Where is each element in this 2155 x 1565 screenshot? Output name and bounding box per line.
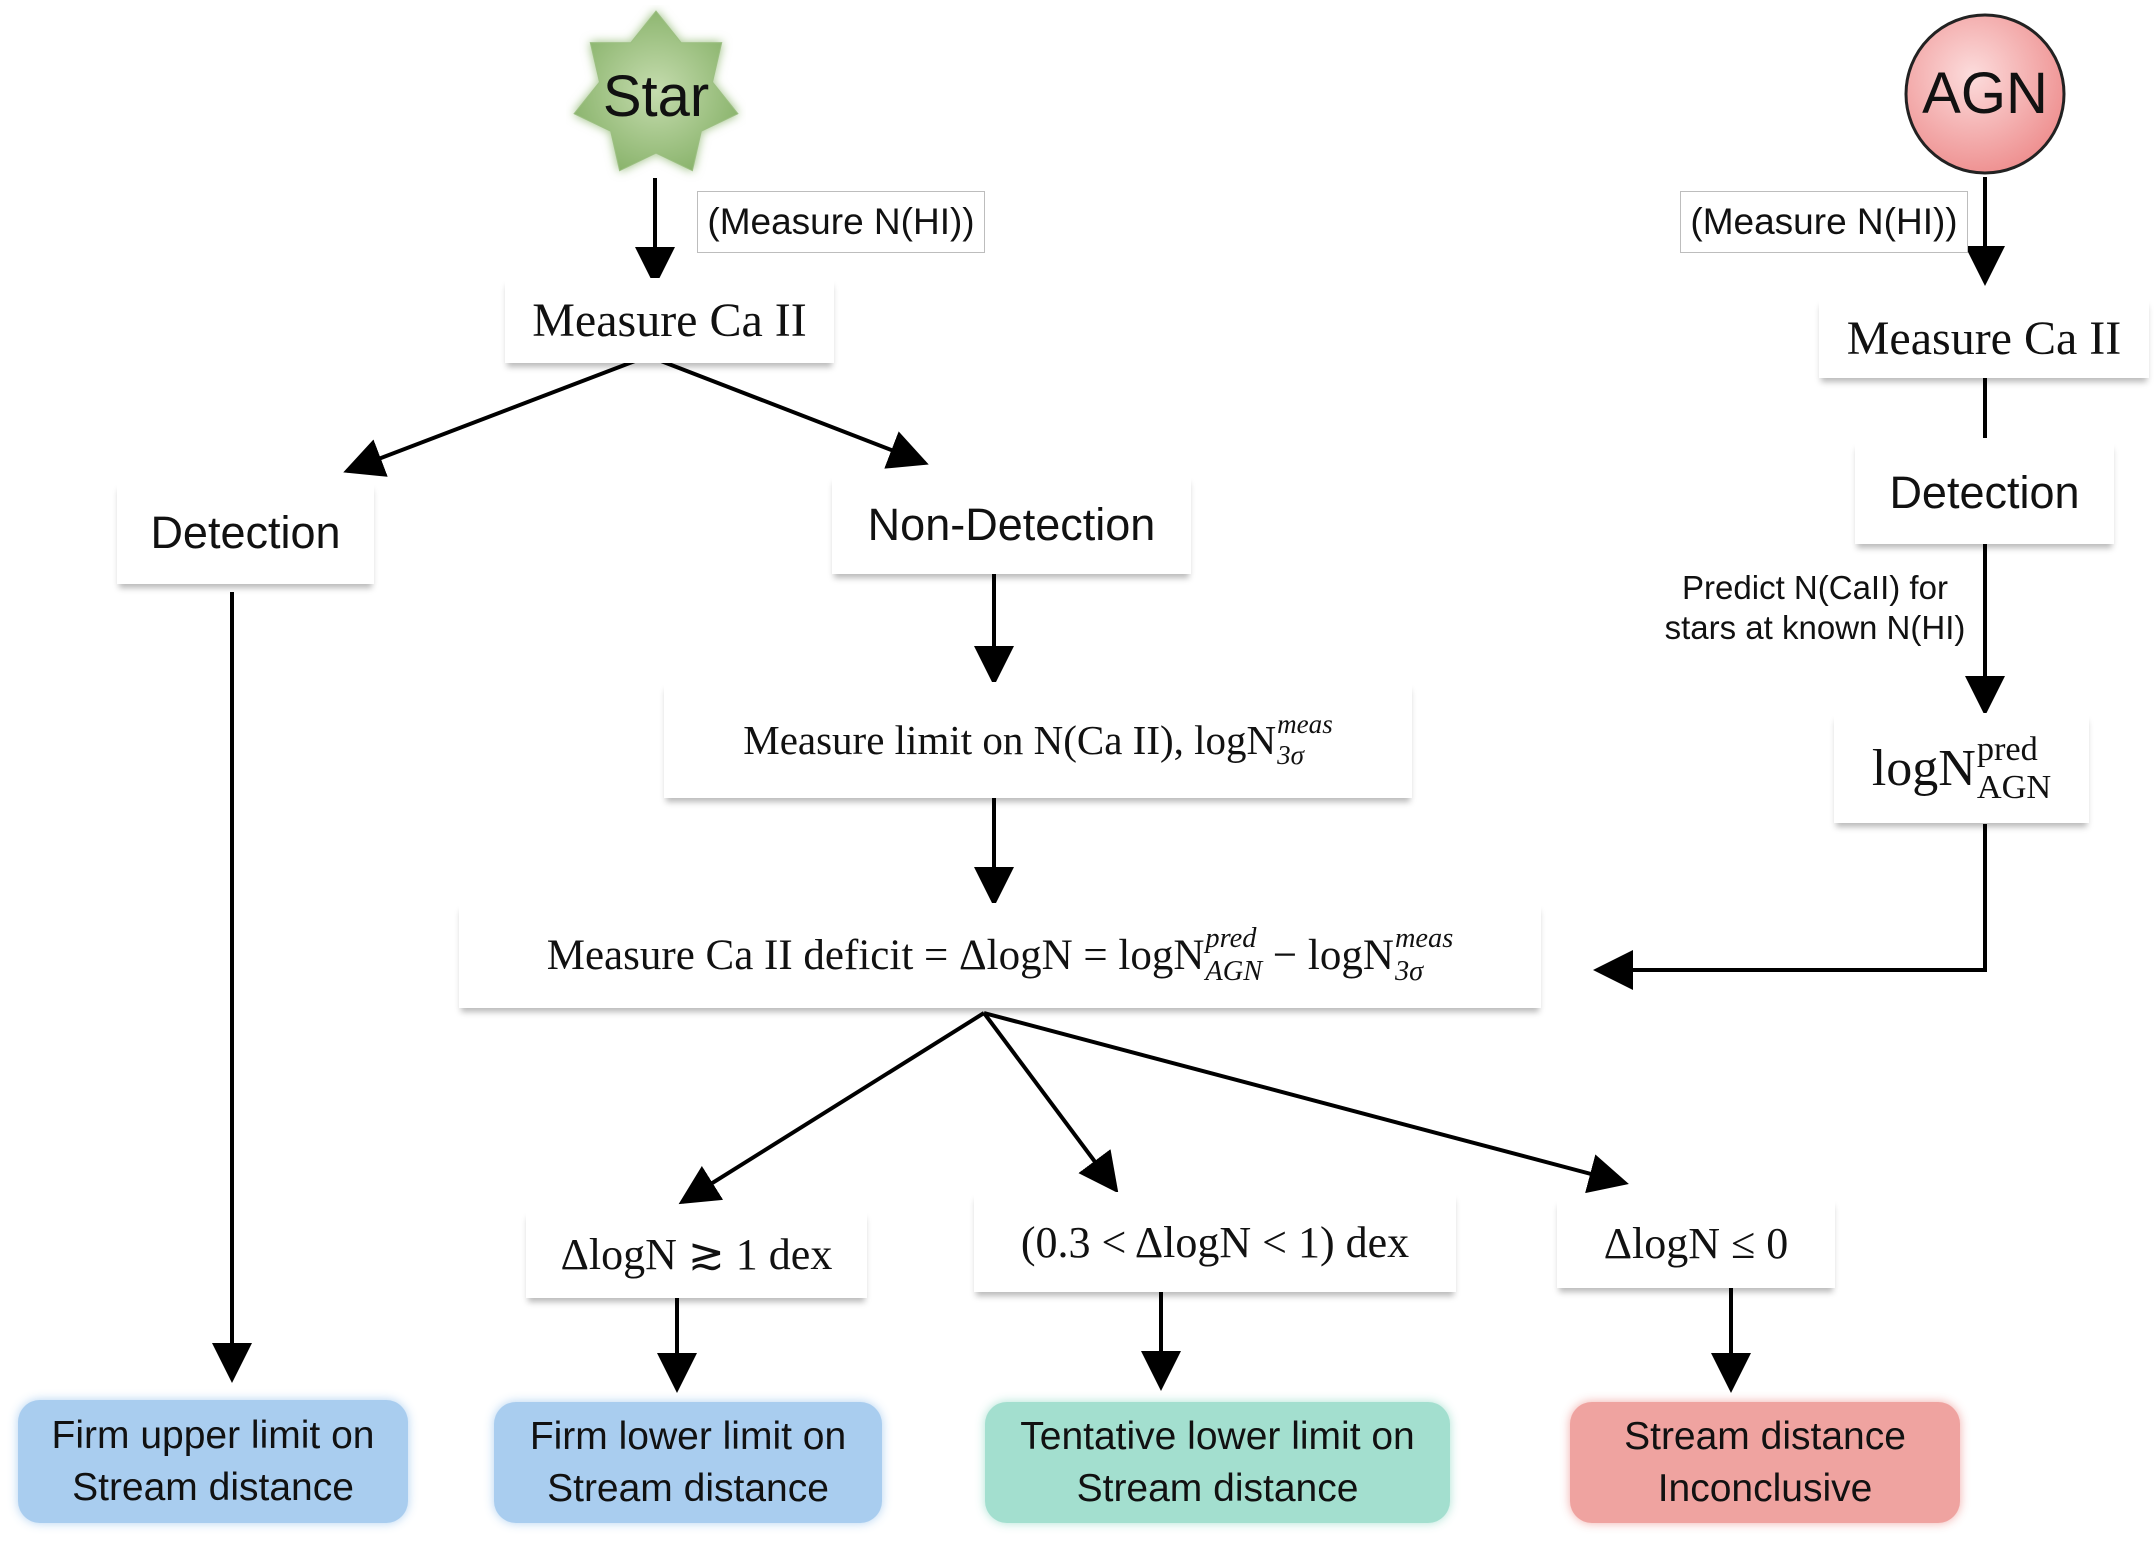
lognpred-text: logN <box>1871 739 1976 797</box>
star-measure-caii-box: Measure Ca II <box>505 278 834 363</box>
branch-3-box: ΔlogN ≤ 0 <box>1557 1198 1835 1288</box>
predict-line-2: stars at known N(HI) <box>1664 609 1966 646</box>
arrow-caii-to-nondetection <box>647 354 929 469</box>
result-2-line-1: Firm lower limit on <box>529 1414 847 1458</box>
star-label: Star <box>602 63 710 129</box>
predict-line-1: Predict N(CaII) for <box>1682 569 1948 606</box>
arrow-pred-to-deficit <box>1593 824 1987 990</box>
star-measure-hi-note: (Measure N(HI)) <box>697 191 985 253</box>
deficit-sub-1: AGN <box>1205 955 1263 987</box>
branch-1-box: ΔlogN ≳ 1 dex <box>526 1210 867 1298</box>
agn-label: AGN <box>1922 60 2048 126</box>
result-3-line-2: Stream distance <box>1076 1466 1359 1510</box>
result-firm-lower-limit: Firm lower limit on Stream distance <box>494 1402 882 1523</box>
result-4-line-1: Stream distance <box>1624 1414 1906 1458</box>
branch-2-box: (0.3 < ΔlogN < 1) dex <box>974 1192 1456 1292</box>
agn-measure-caii-box: Measure Ca II <box>1819 298 2149 378</box>
deficit-sub-2: 3σ <box>1394 955 1424 987</box>
measure-limit-text: Measure limit on N(Ca II), logN <box>743 717 1277 763</box>
agn-circle-icon <box>1904 13 2066 175</box>
star-icon <box>573 10 739 172</box>
arrow-deficit-to-branch-2 <box>982 1011 1119 1194</box>
agn-measure-hi-note: (Measure N(HI)) <box>1680 191 1968 253</box>
lognpred-sup: pred <box>1976 729 2038 768</box>
result-2-line-2: Stream distance <box>547 1466 829 1510</box>
agn-detection-box: Detection <box>1855 441 2114 544</box>
result-3-line-1: Tentative lower limit on <box>1020 1414 1415 1458</box>
predict-text: Predict N(CaII) for stars at known N(HI) <box>1640 568 1990 648</box>
result-firm-upper-limit: Firm upper limit on Stream distance <box>18 1400 408 1523</box>
arrow-caii-to-detection <box>343 354 649 477</box>
star-detection-box: Detection <box>117 482 374 584</box>
lognpred-sub: AGN <box>1976 768 2052 806</box>
result-4-line-2: Inconclusive <box>1657 1466 1873 1510</box>
result-tentative-lower-limit: Tentative lower limit on Stream distance <box>985 1402 1450 1523</box>
measure-limit-sup: meas <box>1277 708 1333 739</box>
deficit-text-1: Measure Ca II deficit = ΔlogN = logN <box>546 932 1205 979</box>
result-1-line-2: Stream distance <box>72 1465 354 1509</box>
deficit-sup-1: pred <box>1205 923 1257 955</box>
result-inconclusive: Stream distance Inconclusive <box>1570 1402 1960 1523</box>
result-1-line-1: Firm upper limit on <box>51 1413 375 1457</box>
star-nondetection-box: Non-Detection <box>832 475 1191 574</box>
deficit-sup-2: meas <box>1394 923 1454 955</box>
measure-limit-sub: 3σ <box>1277 740 1305 770</box>
arrow-deficit-to-branch-3 <box>983 1011 1629 1194</box>
deficit-text-2: − logN <box>1262 932 1394 979</box>
arrow-deficit-to-branch-1 <box>678 1011 986 1205</box>
